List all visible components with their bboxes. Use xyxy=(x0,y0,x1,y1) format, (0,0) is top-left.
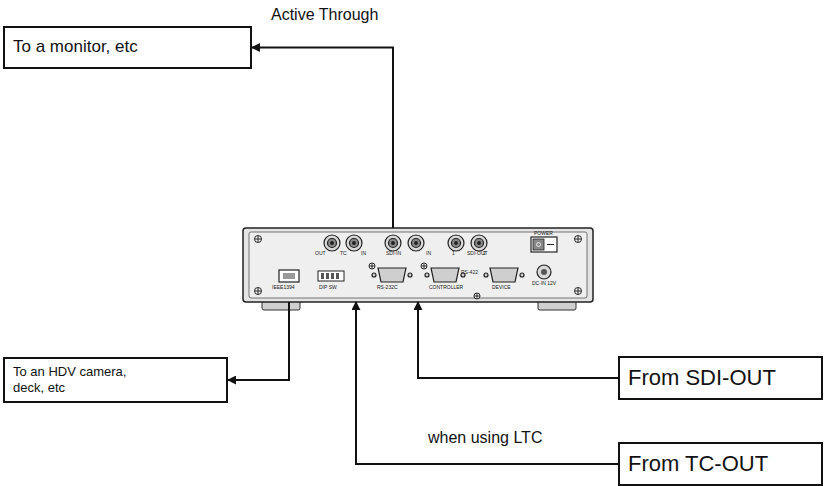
port-label: 1 xyxy=(452,251,455,256)
signal-arrow xyxy=(228,302,289,380)
signal-arrow xyxy=(418,302,618,378)
port-label: RS-422 xyxy=(461,270,478,275)
dc-jack xyxy=(537,265,551,279)
edge-label: when using LTC xyxy=(425,429,545,447)
port-label: CONTROLLER xyxy=(429,285,463,290)
port-label: IEEE1394 xyxy=(272,285,295,290)
power-symbol xyxy=(537,243,541,247)
port-label: OUT xyxy=(315,251,326,256)
signal-arrow xyxy=(356,302,618,464)
port-label: SDI-IN xyxy=(386,251,401,256)
db9-ports xyxy=(372,268,524,282)
rear-panel xyxy=(243,228,593,302)
destination-box: To an HDV camera, deck, etc xyxy=(3,357,228,403)
power-symbol xyxy=(547,244,554,245)
converter-unit: OUTTCINSDI-ININ1SDI-OUT2POWERIEEE1394DIP… xyxy=(243,228,593,302)
box-text: From SDI-OUT xyxy=(628,365,813,391)
port-label: RS-232C xyxy=(377,285,398,290)
box-text: To an HDV camera, deck, etc xyxy=(13,364,153,395)
port-label: TC xyxy=(340,251,347,256)
edge-label: Active Through xyxy=(268,6,381,24)
panel-inset xyxy=(249,232,587,298)
power-rocker xyxy=(533,239,544,250)
dip-levers xyxy=(321,273,339,279)
port-label: 2 xyxy=(483,251,486,256)
destination-box: To a monitor, etc xyxy=(3,26,252,69)
signal-arrow xyxy=(252,48,393,229)
port-label: DIP SW xyxy=(319,285,337,290)
source-box: From TC-OUT xyxy=(618,442,823,486)
box-text: To a monitor, etc xyxy=(13,37,242,57)
port-label: IN xyxy=(426,251,431,256)
bnc-connectors xyxy=(324,235,487,251)
port-label: POWER xyxy=(534,231,553,236)
power-switch xyxy=(531,237,557,252)
port-label: DEVICE xyxy=(492,285,511,290)
ieee1394-port xyxy=(279,270,299,282)
port-label: IN xyxy=(361,251,366,256)
source-box: From SDI-OUT xyxy=(618,356,823,400)
dip-switch xyxy=(318,271,344,281)
dc-jack-pin xyxy=(541,269,547,275)
box-text: From TC-OUT xyxy=(628,451,813,477)
ieee1394-socket xyxy=(283,273,295,279)
port-label: DC-IN 12V xyxy=(532,281,556,286)
screws xyxy=(255,236,582,300)
